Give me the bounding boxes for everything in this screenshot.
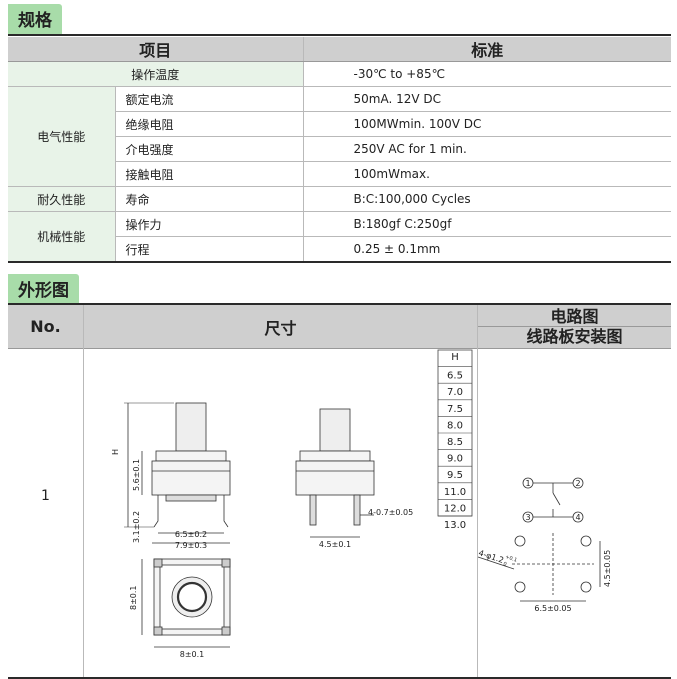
h-table-value: 13.0 — [444, 520, 466, 531]
row-item: 绝缘电阻 — [115, 111, 304, 137]
table-row: 接触电阻 100mWmax. — [8, 161, 671, 187]
dim-width: 7.9±0.3 — [175, 541, 207, 550]
table-row: 电气性能 额定电流 50mA. 12V DC — [8, 86, 671, 187]
row-value: 50mA. 12V DC — [303, 86, 671, 112]
h-table-value: 9.5 — [447, 470, 463, 481]
row-value: B:180gf C:250gf — [303, 211, 671, 237]
h-value-table: H 6.5 7.0 7.5 8.0 8.5 9.0 9.5 11.0 12.0 13.0 — [437, 349, 473, 531]
front-view — [124, 402, 231, 544]
pcb-holes: 4-φ1.2 — [477, 548, 504, 565]
row-value: 100mWmax. — [303, 161, 671, 187]
h-table-value: 9.0 — [447, 454, 463, 465]
h-table-value: 8.0 — [447, 420, 463, 431]
table-row: 行程 0.25 ± 0.1mm — [8, 236, 671, 263]
h-table-header: H — [451, 352, 459, 363]
circuit-pin-4: 4 — [575, 513, 580, 522]
dim-body-h: 5.6±0.1 — [132, 459, 141, 491]
section-tab-outline: 外形图 — [8, 274, 79, 304]
row-value: 250V AC for 1 min. — [303, 136, 671, 162]
dim-side-w: 4.5±0.1 — [319, 540, 351, 549]
op-temp-value: -30℃ to +85℃ — [303, 61, 671, 87]
row-item: 操作力 — [115, 211, 304, 237]
side-view — [295, 408, 375, 538]
h-table-value: 7.0 — [447, 387, 463, 398]
row-value: B:C:100,000 Cycles — [303, 186, 671, 212]
row-item: 额定电流 — [115, 86, 304, 112]
dim-pin-span: 6.5±0.2 — [175, 530, 207, 539]
header-divider — [478, 326, 671, 327]
pcb-tol-minus: 0 — [502, 561, 507, 568]
header-item: 项目 — [8, 37, 304, 62]
table-row: 操作温度 -30℃ to +85℃ — [8, 61, 671, 87]
col-divider — [477, 305, 478, 677]
h-table-value: 11.0 — [444, 487, 466, 498]
row-item: 介电强度 — [115, 136, 304, 162]
h-table-value: 6.5 — [447, 371, 463, 382]
circuit-diagram — [522, 477, 584, 523]
row-item: 行程 — [115, 236, 304, 263]
group-electrical: 电气性能 — [8, 86, 116, 187]
dim-pin-w: 4-0.7±0.05 — [368, 508, 413, 517]
spec-header-row: 项目 标准 — [8, 37, 671, 62]
h-table-value: 8.5 — [447, 437, 463, 448]
row-item: 寿命 — [115, 186, 304, 212]
table-row: 耐久性能 寿命 B:C:100,000 Cycles — [8, 186, 671, 212]
dim-pin-h: 3.1±0.2 — [132, 511, 141, 543]
group-mechanical: 机械性能 — [8, 211, 116, 263]
circuit-pin-3: 3 — [525, 513, 530, 522]
circuit-pin-1: 1 — [525, 479, 530, 488]
h-table-value: 12.0 — [444, 503, 466, 514]
outline-table: No. 尺寸 电路图 线路板安装图 1 H 6.5 7.0 7.5 8.0 8.5 9.0… — [8, 303, 671, 679]
table-row: 介电强度 250V AC for 1 min. — [8, 136, 671, 162]
op-temp-label: 操作温度 — [8, 61, 304, 87]
col-divider — [83, 305, 84, 677]
spec-table: 项目 标准 操作温度 -30℃ to +85℃ 电气性能 额定电流 50mA. … — [8, 37, 671, 263]
header-size: 尺寸 — [84, 305, 477, 349]
circuit-pin-2: 2 — [575, 479, 580, 488]
section-tab-specs: 规格 — [8, 4, 62, 34]
top-view — [141, 558, 231, 648]
pcb-tol-plus: +0.1 — [504, 554, 517, 563]
section-rule-specs — [8, 34, 671, 36]
row-item: 接触电阻 — [115, 161, 304, 187]
table-row: 绝缘电阻 100MWmin. 100V DC — [8, 111, 671, 137]
row-number: 1 — [41, 488, 50, 504]
header-circuit-pcb: 电路图 线路板安装图 — [478, 305, 671, 349]
dim-top-w: 8±0.1 — [180, 650, 205, 659]
header-no: No. — [8, 305, 83, 349]
h-table-value: 7.5 — [447, 404, 463, 415]
dimension-drawing: H 6.5 7.0 7.5 8.0 8.5 9.0 9.5 11.0 12.0 13.0 H 5.… — [111, 349, 612, 659]
pcb-hole-w: 6.5±0.05 — [534, 604, 571, 613]
dim-h: H — [111, 449, 120, 455]
header-standard: 标准 — [303, 37, 671, 62]
row-value: 0.25 ± 0.1mm — [303, 236, 671, 263]
row-value: 100MWmin. 100V DC — [303, 111, 671, 137]
pcb-hole-h: 4.5±0.05 — [603, 550, 612, 587]
dim-top-h: 8±0.1 — [129, 585, 138, 610]
group-durability: 耐久性能 — [8, 186, 116, 212]
header-pcb: 线路板安装图 — [526, 326, 623, 346]
pcb-layout — [477, 533, 601, 602]
table-row: 机械性能 操作力 B:180gf C:250gf — [8, 211, 671, 263]
header-circuit: 电路图 — [550, 306, 599, 326]
